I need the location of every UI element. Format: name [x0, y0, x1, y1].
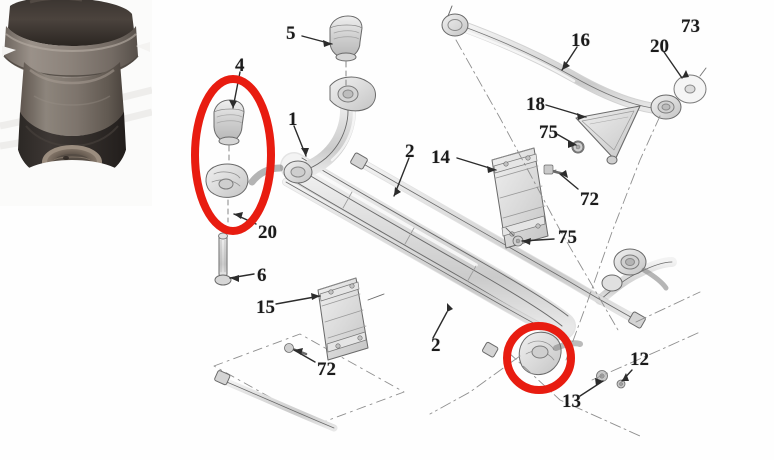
callout-label-73: 73	[681, 16, 700, 37]
callout-label-16: 16	[571, 30, 590, 51]
callout-label-5: 5	[286, 23, 296, 44]
bushing-4	[213, 99, 245, 167]
callout-leader-lines	[229, 35, 683, 397]
callout-label-2a: 2	[405, 141, 415, 162]
callout-label-1: 1	[288, 109, 298, 130]
washer-20-right	[673, 67, 707, 104]
callout-label-72b: 72	[317, 359, 336, 380]
callout-label-2b: 2	[431, 335, 441, 356]
torsion-beam-main	[280, 152, 576, 340]
tie-rod-assembly-16	[441, 5, 682, 120]
bracket-14	[491, 147, 557, 249]
bolt-6	[214, 232, 232, 286]
callout-label-15: 15	[256, 297, 275, 318]
callout-label-20-right: 20	[650, 36, 669, 57]
callout-label-6: 6	[257, 265, 267, 286]
control-arm-18	[571, 105, 641, 165]
callout-label-18: 18	[526, 94, 545, 115]
anti-roll-bar-upper-2	[350, 152, 646, 329]
bushing-5	[329, 15, 363, 89]
callout-label-72a: 72	[580, 189, 599, 210]
axle-mount-right-13	[518, 331, 583, 375]
callout-label-13: 13	[562, 391, 581, 412]
control-arm-lower-right	[595, 248, 677, 305]
callout-arrow-heads	[229, 40, 689, 386]
callout-label-75a: 75	[539, 122, 558, 143]
spare-bar-lower-left	[213, 333, 405, 432]
trailing-arm-left-1	[248, 76, 376, 186]
callout-label-14: 14	[431, 147, 450, 168]
callout-label-12: 12	[630, 349, 649, 370]
callout-label-4: 4	[235, 55, 245, 76]
callout-label-75b: 75	[558, 227, 577, 248]
small-fastener-75-lower	[505, 227, 524, 247]
bushing-photograph	[0, 0, 152, 206]
small-fastener-12	[616, 379, 626, 389]
callout-label-20-left: 20	[258, 222, 277, 243]
bracket-15	[317, 277, 385, 361]
small-fastener-72-upper	[543, 164, 566, 176]
